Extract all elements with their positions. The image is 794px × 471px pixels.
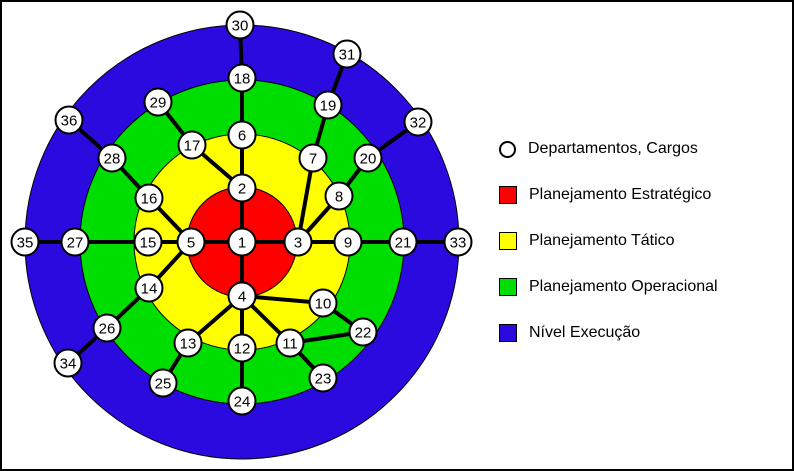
node-21 xyxy=(388,227,418,257)
node-label-17: 17 xyxy=(184,137,201,154)
legend-label-departments: Departamentos, Cargos xyxy=(528,140,698,157)
node-5 xyxy=(176,227,206,257)
node-10 xyxy=(308,288,338,318)
node-8 xyxy=(324,181,354,211)
node-label-16: 16 xyxy=(141,190,158,207)
node-label-2: 2 xyxy=(238,180,246,197)
legend-item-strategic: Planejamento Estratégico xyxy=(499,184,718,206)
node-7 xyxy=(298,143,328,173)
legend-label-strategic: Planejamento Estratégico xyxy=(529,186,712,203)
node-label-24: 24 xyxy=(234,393,251,410)
node-label-12: 12 xyxy=(234,340,251,357)
node-6 xyxy=(227,120,257,150)
node-label-33: 33 xyxy=(450,234,467,251)
node-29 xyxy=(143,87,173,117)
node-31 xyxy=(332,39,362,69)
node-33 xyxy=(443,227,473,257)
node-label-25: 25 xyxy=(155,375,172,392)
node-3 xyxy=(283,227,313,257)
node-36 xyxy=(54,105,84,135)
node-13 xyxy=(173,328,203,358)
node-9 xyxy=(333,227,363,257)
node-18 xyxy=(227,63,257,93)
node-28 xyxy=(97,143,127,173)
node-22 xyxy=(348,317,378,347)
node-17 xyxy=(177,130,207,160)
node-label-35: 35 xyxy=(17,234,34,251)
node-label-4: 4 xyxy=(238,288,246,305)
node-1 xyxy=(227,227,257,257)
legend-swatch-tactical xyxy=(499,232,517,250)
node-label-29: 29 xyxy=(150,94,167,111)
legend-label-execution: Nível Execução xyxy=(529,324,641,341)
node-label-27: 27 xyxy=(67,234,84,251)
node-label-32: 32 xyxy=(410,114,427,131)
node-27 xyxy=(60,227,90,257)
node-label-1: 1 xyxy=(238,234,246,251)
node-14 xyxy=(134,273,164,303)
node-30 xyxy=(225,10,255,40)
node-label-26: 26 xyxy=(99,320,116,337)
node-2 xyxy=(227,173,257,203)
node-4 xyxy=(227,281,257,311)
node-label-20: 20 xyxy=(360,150,377,167)
node-26 xyxy=(92,313,122,343)
node-label-28: 28 xyxy=(104,150,121,167)
org-levels-diagram: 1234567891011121314151617181920212223242… xyxy=(10,10,473,460)
legend-item-departments: Departamentos, Cargos xyxy=(499,138,718,160)
node-23 xyxy=(308,363,338,393)
node-11 xyxy=(275,328,305,358)
legend-swatch-operational xyxy=(499,278,517,296)
legend-label-tactical: Planejamento Tático xyxy=(529,232,675,249)
legend-swatch-strategic xyxy=(499,186,517,204)
node-label-11: 11 xyxy=(282,335,298,352)
node-20 xyxy=(353,143,383,173)
node-25 xyxy=(148,368,178,398)
legend-label-operational: Planejamento Operacional xyxy=(529,278,718,295)
legend-swatch-execution xyxy=(499,324,517,342)
legend-item-execution: Nível Execução xyxy=(499,322,718,344)
node-16 xyxy=(134,183,164,213)
node-label-18: 18 xyxy=(234,70,251,87)
node-label-13: 13 xyxy=(180,335,197,352)
node-32 xyxy=(403,107,433,137)
node-label-7: 7 xyxy=(309,150,317,167)
node-35 xyxy=(10,227,40,257)
node-label-21: 21 xyxy=(395,234,412,251)
node-label-6: 6 xyxy=(238,127,246,144)
node-label-34: 34 xyxy=(60,355,77,372)
node-label-9: 9 xyxy=(344,234,352,251)
node-label-22: 22 xyxy=(355,324,372,341)
node-15 xyxy=(133,227,163,257)
node-label-31: 31 xyxy=(339,46,356,63)
node-24 xyxy=(227,386,257,416)
node-label-10: 10 xyxy=(315,295,332,312)
node-label-14: 14 xyxy=(141,280,158,297)
node-12 xyxy=(227,333,257,363)
legend: Departamentos, Cargos Planejamento Estra… xyxy=(499,138,718,344)
node-19 xyxy=(313,90,343,120)
node-label-3: 3 xyxy=(294,234,302,251)
node-label-30: 30 xyxy=(232,17,249,34)
node-label-5: 5 xyxy=(187,234,195,251)
node-label-8: 8 xyxy=(335,188,343,205)
legend-item-tactical: Planejamento Tático xyxy=(499,230,718,252)
node-label-23: 23 xyxy=(315,370,332,387)
node-label-36: 36 xyxy=(61,112,78,129)
node-label-15: 15 xyxy=(140,234,157,251)
node-34 xyxy=(53,348,83,378)
node-label-19: 19 xyxy=(320,97,337,114)
legend-item-operational: Planejamento Operacional xyxy=(499,276,718,298)
department-circle-icon xyxy=(499,140,516,158)
